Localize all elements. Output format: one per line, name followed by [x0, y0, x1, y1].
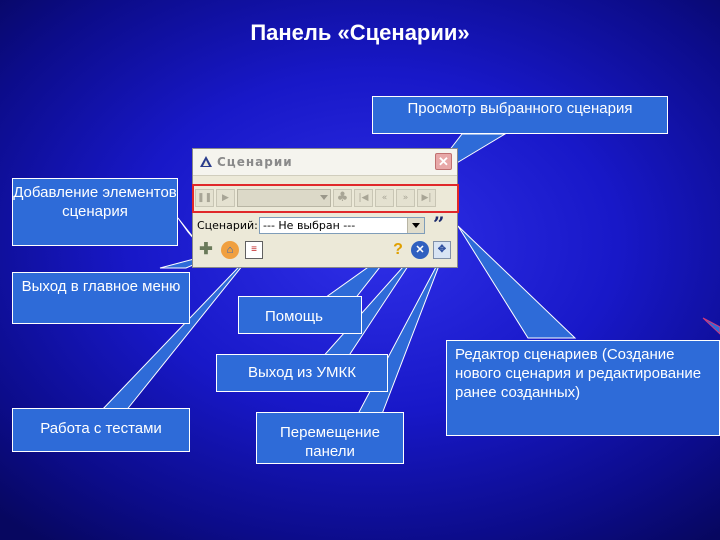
slide-title: Панель «Сценарии»	[250, 20, 470, 45]
globe-home-icon[interactable]: ⌂	[221, 241, 239, 259]
chevron-down-icon[interactable]	[407, 218, 424, 233]
rewind-icon[interactable]: «	[375, 189, 394, 207]
close-icon[interactable]: ✕	[435, 153, 452, 170]
callout-exit-umkk: Выход из УМКК	[216, 354, 388, 392]
callout-main-menu: Выход в главное меню	[12, 272, 190, 324]
move-panel-icon[interactable]: ✥	[433, 241, 451, 259]
pause-icon[interactable]: ❚❚	[195, 189, 214, 207]
callout-preview: Просмотр выбранного сценария	[372, 96, 668, 134]
scenario-panel: Сценарии ✕ ❚❚ ▶ ♣ |◀ « » ▶| Сценарий: --…	[192, 148, 458, 268]
skip-forward-icon[interactable]: ▶|	[417, 189, 436, 207]
tree-icon[interactable]: ♣	[333, 189, 352, 207]
scenario-select[interactable]: --- Не выбран ---	[259, 217, 425, 234]
callout-add-elements: Добавление элементов сценария	[12, 178, 178, 246]
scenario-select-value: --- Не выбран ---	[263, 219, 356, 232]
panel-bottom-toolbar: ✚ ⌂ ≡ ? ✕ ✥	[197, 239, 455, 261]
fast-forward-icon[interactable]: »	[396, 189, 415, 207]
skip-back-icon[interactable]: |◀	[354, 189, 373, 207]
player-controls-highlight	[192, 184, 459, 213]
callout-help: Помощь	[238, 296, 362, 334]
callout-move-panel: Перемещение панели	[256, 412, 404, 464]
exit-icon[interactable]: ✕	[411, 241, 429, 259]
step-select[interactable]	[237, 189, 331, 207]
panel-title: Сценарии	[217, 155, 293, 169]
scenario-row: Сценарий: --- Не выбран --- ”	[197, 212, 455, 236]
test-list-icon[interactable]: ≡	[245, 241, 263, 259]
callout-editor: Редактор сценариев (Создание нового сцен…	[446, 340, 720, 436]
add-element-icon[interactable]: ✚	[199, 241, 213, 258]
panel-titlebar[interactable]: Сценарии ✕	[193, 149, 457, 176]
play-icon[interactable]: ▶	[216, 189, 235, 207]
quote-icon[interactable]: ”	[433, 212, 445, 236]
question-icon[interactable]: ?	[393, 241, 403, 258]
callout-tests: Работа с тестами	[12, 408, 190, 452]
player-controls: ❚❚ ▶ ♣ |◀ « » ▶|	[195, 186, 453, 210]
scenario-label: Сценарий:	[197, 219, 258, 232]
triangle-logo-inner	[203, 160, 209, 166]
